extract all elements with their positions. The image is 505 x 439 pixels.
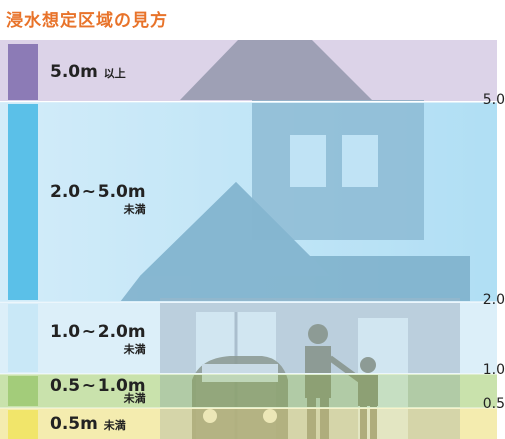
label-below05-sub: 未満	[103, 419, 126, 432]
right-mark-5: 5.0	[482, 92, 505, 108]
legend-bar-05to1	[8, 376, 38, 406]
label-below05: 0.5m 未満	[50, 414, 126, 434]
right-mark-1: 1.0	[482, 362, 505, 378]
flood-depth-diagram: 5.0m 以上 2.0 ~ 5.0m 未満 1.0 ~ 2.0m 未満 0.5 …	[0, 40, 505, 439]
label-05to1-sub: 未満	[123, 392, 146, 405]
flood-overlay-2to5	[0, 102, 497, 302]
legend-bar-2to5	[8, 104, 38, 300]
label-below05-main: 0.5m	[50, 414, 98, 434]
label-1to2-sub: 未満	[123, 343, 146, 356]
label-2to5-sub: 未満	[123, 203, 146, 216]
legend-bar-below05	[8, 410, 38, 439]
right-mark-05: 0.5	[482, 396, 505, 412]
right-mark-2: 2.0	[482, 292, 505, 308]
legend-bar-above5	[8, 44, 38, 100]
label-05to1-main: 0.5 ~ 1.0m	[50, 376, 146, 396]
label-2to5-main: 2.0 ~ 5.0m	[50, 182, 146, 202]
label-above5: 5.0m 以上	[50, 62, 126, 82]
label-2to5: 2.0 ~ 5.0m 未満	[50, 182, 146, 217]
flood-overlay-05to1	[0, 374, 497, 408]
legend-bar-1to2	[8, 304, 38, 372]
label-05to1: 0.5 ~ 1.0m 未満	[50, 376, 146, 406]
label-above5-main: 5.0m	[50, 62, 98, 82]
page-title: 浸水想定区域の見方	[6, 11, 168, 31]
flood-overlay-1to2	[0, 302, 497, 374]
label-above5-sub: 以上	[103, 67, 126, 80]
flood-overlay-below05	[0, 408, 497, 439]
label-1to2: 1.0 ~ 2.0m 未満	[50, 322, 146, 357]
label-1to2-main: 1.0 ~ 2.0m	[50, 322, 146, 342]
